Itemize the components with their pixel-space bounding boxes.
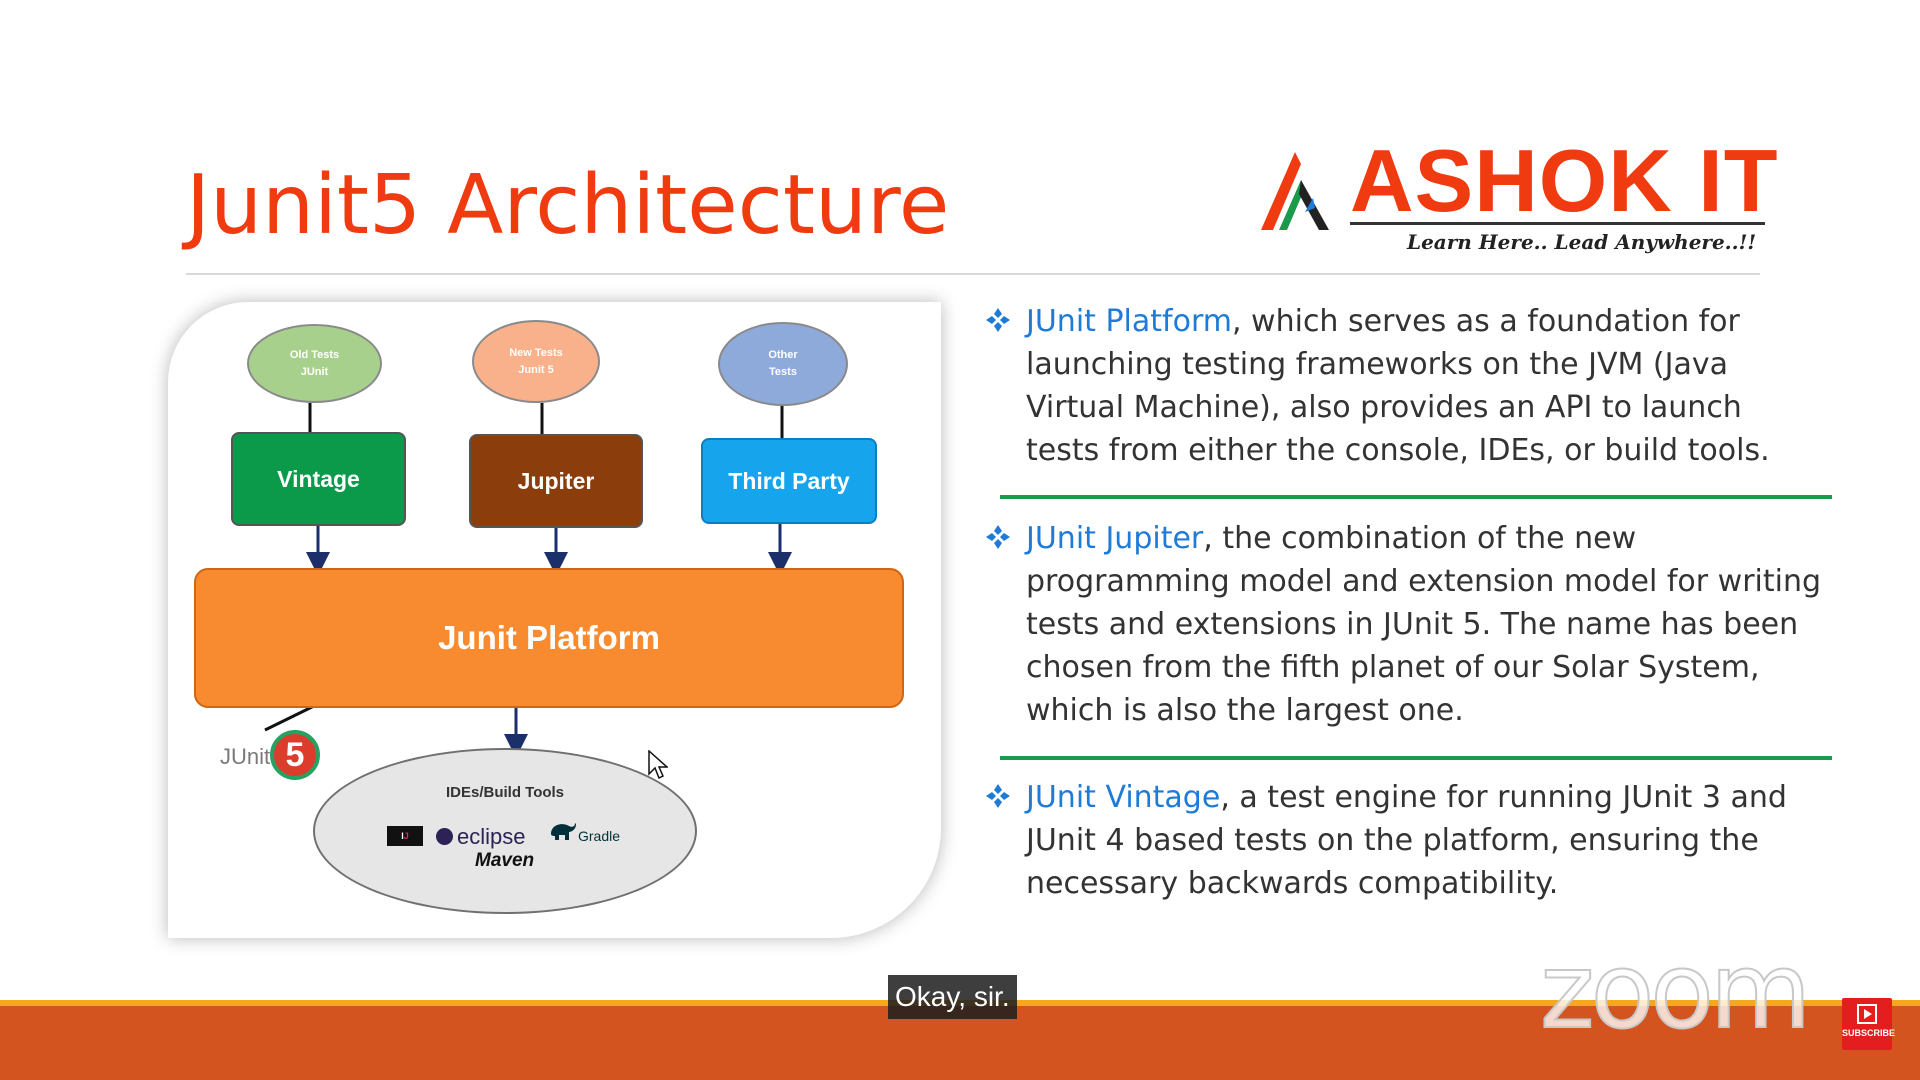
- old-tests-label: Old Tests JUnit: [289, 348, 340, 378]
- bullet-text: JUnit Vintage, a test engine for running…: [1026, 776, 1824, 905]
- diagram-arrows: [264, 403, 792, 758]
- junit-logo-number: 5: [285, 735, 305, 774]
- bullet-text: JUnit Jupiter, the combination of the ne…: [1026, 517, 1824, 732]
- bullet-term: JUnit Jupiter: [1026, 521, 1204, 556]
- ashok-it-mark-icon: [1261, 152, 1329, 230]
- section-divider: [1000, 756, 1832, 760]
- old-tests-node: Old Tests JUnit: [247, 324, 382, 403]
- diamond-bullet-icon: [986, 525, 1010, 549]
- bullet-description: , a test engine for running JUnit 3 and …: [1026, 780, 1787, 901]
- zoom-watermark: zoom: [1539, 929, 1812, 1053]
- bullet-description: , the combination of the new programming…: [1026, 521, 1822, 728]
- other-tests-label: Other Tests: [768, 349, 798, 378]
- play-icon: [1857, 1004, 1877, 1024]
- eclipse-icon: [436, 828, 453, 845]
- slide-title: Junit5 Architecture: [186, 158, 950, 253]
- vintage-engine: Vintage: [231, 432, 406, 526]
- logo-underline: [1350, 222, 1765, 225]
- bullet-term: JUnit Vintage: [1026, 780, 1221, 815]
- new-tests-node: New Tests Junit 5: [472, 320, 600, 403]
- title-divider: [186, 273, 1760, 275]
- junit-logo-circle: [270, 730, 320, 780]
- maven-label: Maven: [475, 850, 535, 871]
- bullet-term: JUnit Platform: [1026, 304, 1232, 339]
- logo-brand: ASHOK IT: [1350, 131, 1779, 230]
- jupiter-engine: Jupiter: [469, 434, 643, 528]
- junit-logo-text: JUnit: [220, 744, 271, 769]
- eclipse-label: eclipse: [457, 824, 526, 849]
- diamond-bullet-icon: [986, 784, 1010, 808]
- new-tests-label: New Tests Junit 5: [509, 346, 563, 376]
- junit5-logo: JUnit 5: [220, 730, 330, 790]
- build-tools-title: IDEs/Build Tools: [445, 784, 565, 801]
- subscribe-label: SUBSCRIBE: [1842, 1028, 1896, 1038]
- section-divider: [1000, 495, 1832, 499]
- logo-tagline: Learn Here.. Lead Anywhere..!!: [1407, 230, 1757, 254]
- gradle-elephant-icon: [551, 823, 576, 840]
- junit-platform-block: Junit Platform: [194, 568, 904, 708]
- subscribe-button[interactable]: SUBSCRIBE: [1842, 998, 1896, 1050]
- diamond-bullet-icon: [986, 308, 1010, 332]
- architecture-diagram: Old Tests JUnit New Tests Junit 5 Other …: [168, 302, 941, 938]
- third-party-engine: Third Party: [701, 438, 877, 524]
- bullet-description: , which serves as a foundation for launc…: [1026, 304, 1770, 468]
- gradle-label: Gradle: [578, 828, 621, 844]
- other-tests-node: Other Tests: [718, 322, 848, 406]
- ashok-it-logo: ASHOK IT Learn Here.. Lead Anywhere..!!: [1255, 130, 1777, 260]
- subtitle-caption: Okay, sir.: [888, 975, 1017, 1019]
- bullet-text: JUnit Platform, which serves as a founda…: [1026, 300, 1824, 472]
- mouse-cursor-icon: [648, 750, 668, 780]
